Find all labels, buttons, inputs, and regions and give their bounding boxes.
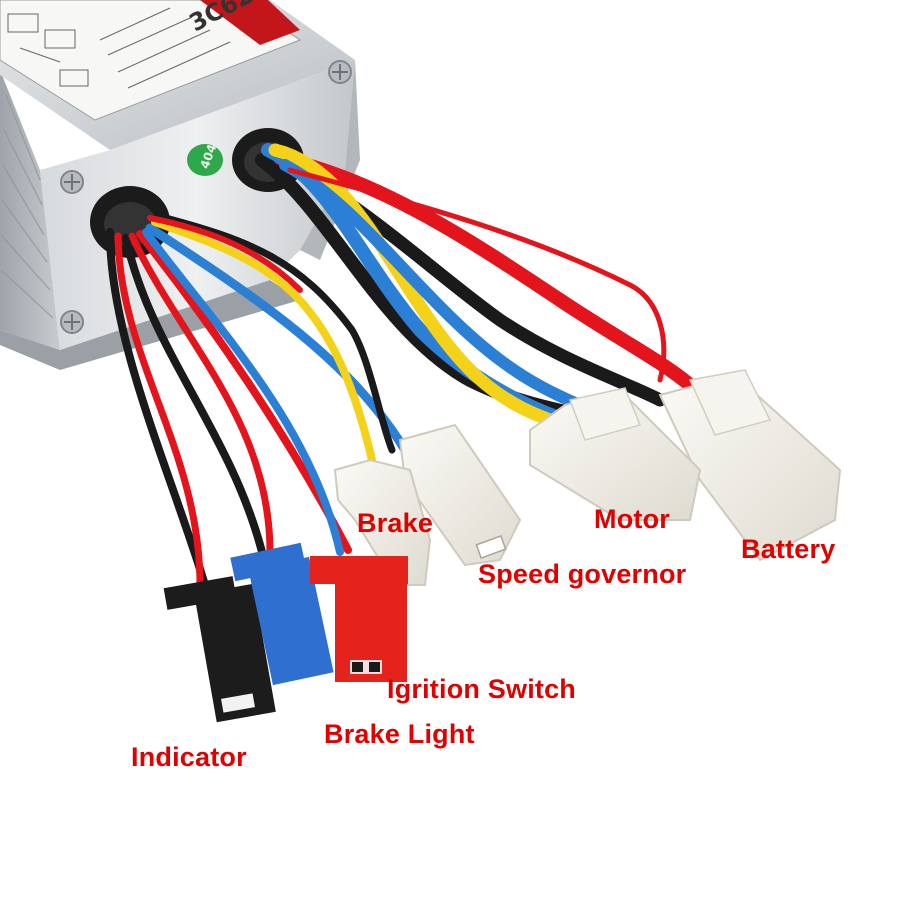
ignition-switch-connector xyxy=(310,556,408,682)
housing-screw xyxy=(60,170,84,194)
indicator-connector xyxy=(163,576,276,723)
motor-connector xyxy=(529,387,702,521)
signal-wires xyxy=(106,212,410,589)
controller-label-fineprint xyxy=(7,7,231,89)
housing-screw xyxy=(60,310,84,334)
label-motor: Motor xyxy=(594,504,670,534)
brake-light-connector xyxy=(230,542,334,686)
housing-screw xyxy=(328,60,352,84)
battery-connector xyxy=(658,369,842,562)
label-brake-light: Brake Light xyxy=(324,719,475,749)
motor-battery-wires xyxy=(255,143,697,437)
brake-connector xyxy=(333,458,432,586)
label-speed-governor: Speed governor xyxy=(478,559,687,589)
label-battery: Battery xyxy=(741,534,836,564)
label-indicator: Indicator xyxy=(131,742,247,772)
qc-sticker xyxy=(187,144,223,176)
label-brake: Brake xyxy=(357,508,434,538)
label-ignition-switch: Igrition Switch xyxy=(387,674,576,704)
